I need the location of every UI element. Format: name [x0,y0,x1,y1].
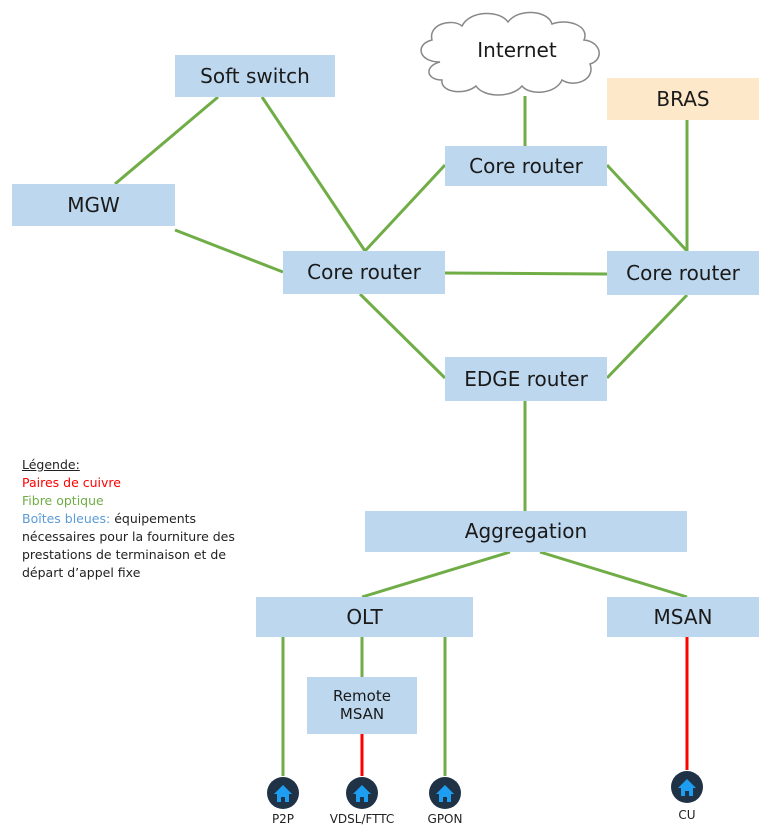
house-icon [346,777,378,809]
link-coretop-coreleft [363,163,447,253]
aggregation-box: Aggregation [365,511,687,552]
link-coretop-coreright [605,163,689,253]
internet-cloud [420,11,600,96]
link-mgw-corerouter [174,228,284,274]
endpoint-label-gpon: GPON [427,812,463,826]
link-aggregation-msan [539,550,688,599]
copper-links [360,637,689,776]
internet-label: Internet [477,38,557,62]
mgw-box: MGW [12,184,175,226]
legend-copper: Paires de cuivre [22,475,121,490]
core-router-right-box: Core router [607,251,759,295]
endpoint-label-p2p: P2P [271,812,295,826]
edge-router-box: EDGE router [445,357,607,401]
house-icon [429,777,461,809]
endpoint-label-cu: CU [678,808,696,822]
link-coreright-edge [605,293,689,380]
house-icon [671,771,703,803]
core-router-top-box: Core router [445,146,607,186]
core-router-left-box: Core router [283,251,445,294]
remote-msan-line1: Remote [333,687,391,706]
link-aggregation-olt [361,550,511,599]
legend-blue-label: Boîtes bleues: [22,511,111,526]
link-coreleft-coreright [444,271,608,276]
link-coreleft-edge [358,292,447,380]
legend-blue-text: équipements nécessaires pour la fournitu… [22,511,235,580]
endpoint-label-vdsl: VDSL/FTTC [329,812,395,826]
bras-box: BRAS [607,78,759,120]
link-softswitch-corerouter [260,96,367,252]
legend: Légende: Paires de cuivre Fibre optique … [22,456,237,582]
remote-msan-box: Remote MSAN [307,677,417,734]
legend-title: Légende: [22,457,80,472]
fiber-links [114,95,689,776]
link-softswitch-mgw [114,95,219,186]
msan-box: MSAN [607,597,759,637]
legend-fiber: Fibre optique [22,493,104,508]
house-icon [267,777,299,809]
olt-box: OLT [256,597,473,637]
legend-blue-boxes: Boîtes bleues: équipements nécessaires p… [22,510,237,582]
soft-switch-box: Soft switch [175,55,335,97]
remote-msan-line2: MSAN [339,704,385,723]
